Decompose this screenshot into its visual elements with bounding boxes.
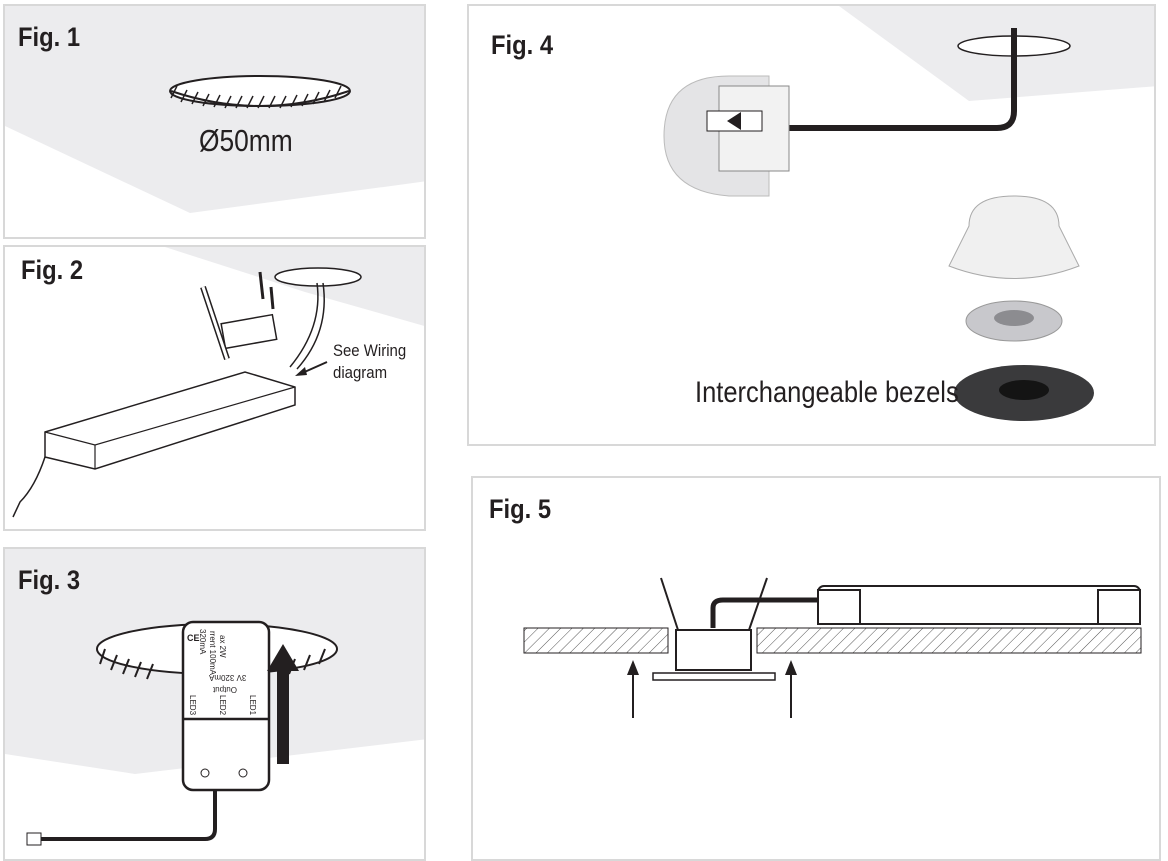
ceiling-hole-drawing — [5, 6, 424, 213]
figure-5-label: Fig. 5 — [489, 494, 552, 524]
driver-spec-power: ax 2W — [218, 635, 227, 658]
figure-2-panel: Fig. 2 See Wiring diagram — [3, 245, 426, 531]
fitting-and-bezels-drawing — [663, 6, 1154, 421]
figure-5-panel: Fig. 5 — [471, 476, 1161, 861]
driver-output-label: Output — [213, 685, 238, 694]
driver-connection-drawing — [12, 247, 424, 518]
figure-3-label: Fig. 3 — [18, 565, 81, 595]
led2-terminal: LED2 — [218, 695, 227, 716]
driver-output-spec: 3V 320mA — [209, 673, 247, 682]
hole-diameter-caption: Ø50mm — [199, 123, 293, 158]
led1-terminal: LED1 — [248, 695, 257, 716]
interchangeable-bezels-caption: Interchangeable bezels — [695, 376, 959, 409]
ceiling-installation-drawing — [523, 577, 1142, 718]
figure-2-label: Fig. 2 — [21, 255, 84, 285]
led3-terminal: LED3 — [188, 695, 197, 716]
figure-3-panel: Fig. 3 ax 2W rrent 100mA 320mA CE Output… — [3, 547, 426, 861]
wiring-diagram-note: See Wiring diagram — [333, 341, 407, 382]
driver-spec-current: rrent 100mA — [208, 631, 217, 676]
ce-mark: CE — [187, 633, 200, 643]
driver-insertion-drawing — [5, 549, 424, 846]
driver-label: ax 2W rrent 100mA 320mA CE Output 3V 320… — [185, 625, 267, 715]
figure-1-panel: Fig. 1 Ø50mm — [3, 4, 426, 239]
figure-1-label: Fig. 1 — [18, 22, 81, 52]
figure-4-panel: Fig. 4 Interchangeable bezels — [467, 4, 1156, 446]
figure-4-label: Fig. 4 — [491, 30, 554, 60]
